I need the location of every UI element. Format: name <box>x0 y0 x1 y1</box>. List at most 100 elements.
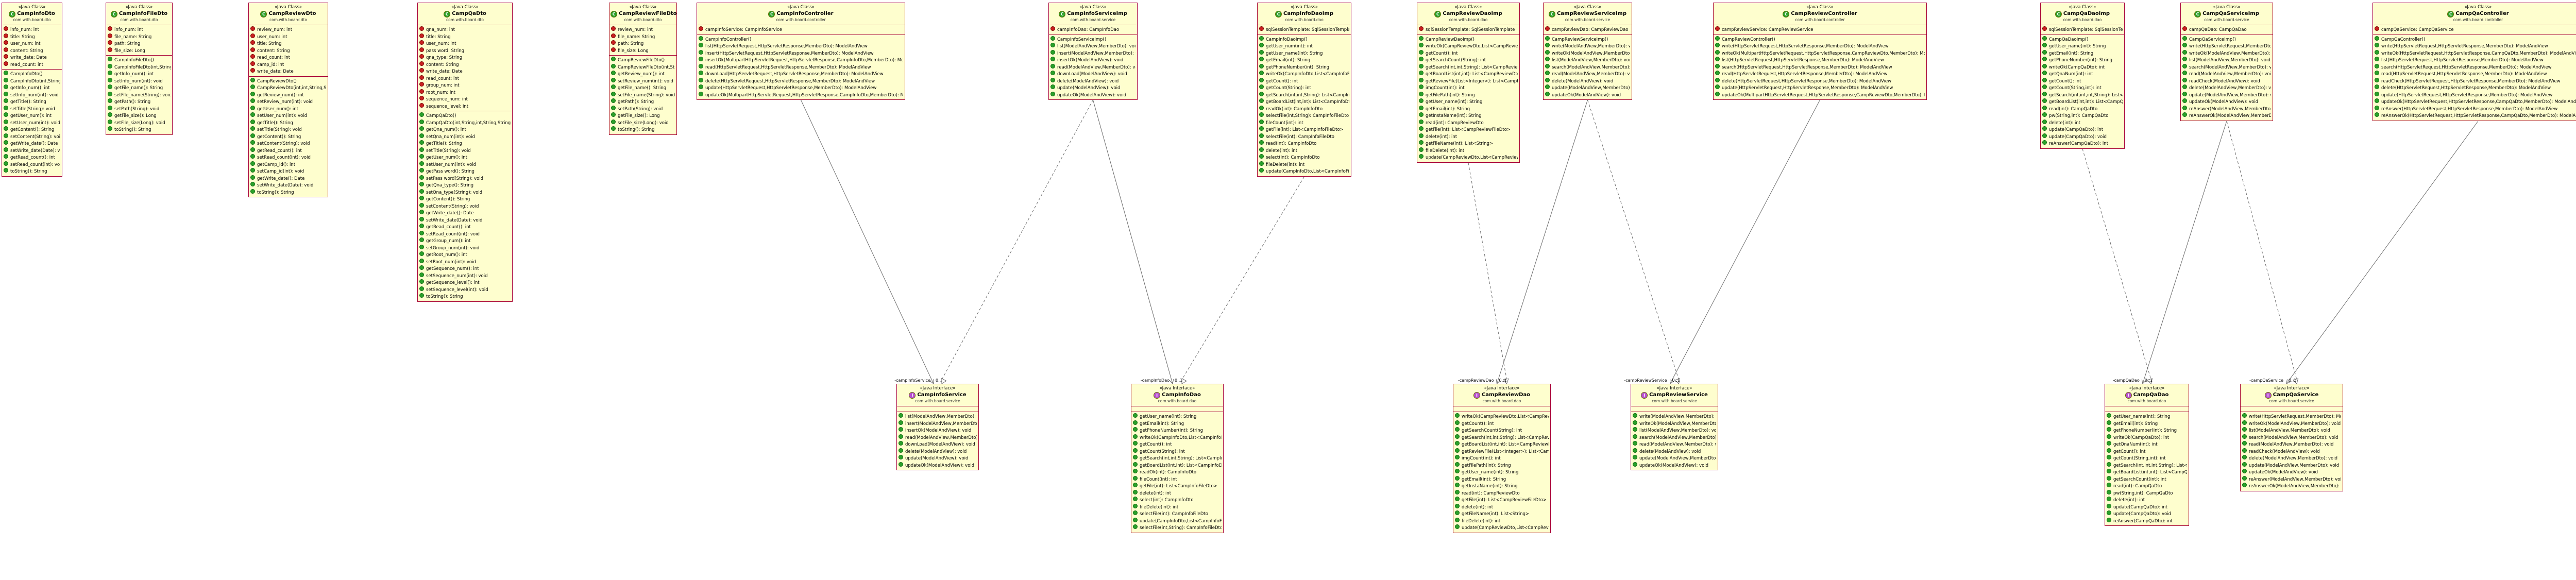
public-dot-icon <box>2182 63 2187 69</box>
method-text: delete(ModelAndView,MemberDto): void <box>2249 456 2337 461</box>
public-dot-icon <box>2107 510 2111 515</box>
method-text: getCount(): int <box>2113 449 2146 454</box>
field-row: write_date: Date <box>4 54 60 61</box>
public-dot-icon <box>2182 77 2187 82</box>
method-row: updateOk(ModelAndView): void <box>899 462 977 469</box>
public-dot-icon <box>1455 455 1460 459</box>
method-row: setFile_size(Long): void <box>611 119 675 127</box>
method-row: insert(ModelAndView,MemberDto): void <box>899 420 977 428</box>
public-dot-icon <box>1545 71 1550 75</box>
field-text: review_num: int <box>618 27 653 32</box>
field-row: write_date: Date <box>419 68 511 75</box>
class-name: CampInfoService <box>917 392 967 398</box>
method-row: update(CampReviewDto,List<CampReviewFile… <box>1455 524 1549 532</box>
method-row: fileDelete(int): int <box>1455 517 1549 525</box>
method-text: getPath(): String <box>114 99 151 105</box>
public-dot-icon <box>250 91 255 96</box>
hollow-triangle-icon <box>2146 378 2153 384</box>
method-text: read(HttpServletRequest,HttpServletRespo… <box>1722 72 1888 77</box>
method-text: reAnswer(ModelAndView,MemberDto): void <box>2249 476 2341 482</box>
method-text: getFilePath(int): String <box>1426 92 1475 98</box>
public-dot-icon <box>1133 462 1138 467</box>
method-text: update(ModelAndView,MemberDto): void <box>1639 456 1716 461</box>
method-row: search(ModelAndView,MemberDto): void <box>1633 434 1716 441</box>
field-text: group_num: int <box>426 83 460 88</box>
method-row: pw(String,int): CampQaDto <box>2042 112 2123 120</box>
method-row: getFile_size(): Long <box>611 112 675 120</box>
public-dot-icon <box>2107 462 2111 467</box>
public-dot-icon <box>1133 475 1138 481</box>
method-row: readCheck(ModelAndView): void <box>2182 77 2271 85</box>
field-row: sqlSessionTemplate: SqlSessionTemplate <box>2042 26 2123 33</box>
open-arrow-icon <box>1169 379 1174 385</box>
method-row: getSearchCount(String): int <box>1419 57 1518 64</box>
method-row: fileDelete(int): int <box>1133 503 1222 511</box>
method-text: getSearch(int,int,String): List<CampRevi… <box>1462 435 1549 440</box>
public-dot-icon <box>250 126 255 131</box>
method-text: read(int): CampQaDto <box>2113 484 2162 489</box>
public-dot-icon <box>419 168 424 173</box>
fields-section <box>2105 406 2189 412</box>
public-dot-icon <box>2107 420 2111 425</box>
edge-multiplicity-label: 0..1 <box>1175 378 1182 383</box>
method-row: read(ModelAndView,MemberDto): void <box>1545 71 1630 78</box>
public-dot-icon <box>1715 36 1720 41</box>
class-name: CampInfoDao <box>1162 392 1201 398</box>
public-dot-icon <box>2182 71 2187 75</box>
method-text: getQnaNum(int): int <box>2049 72 2093 77</box>
private-square-icon <box>1419 26 1423 31</box>
public-dot-icon <box>1133 517 1138 522</box>
private-square-icon <box>419 75 424 80</box>
public-dot-icon <box>1259 140 1264 145</box>
method-text: getInfo_num(): int <box>10 86 50 91</box>
public-dot-icon <box>1455 517 1460 522</box>
method-row: delete(ModelAndView,MemberDto): void <box>2242 455 2341 462</box>
method-text: getUser_name(int): String <box>1266 50 1323 56</box>
field-row: info_num: int <box>4 26 60 33</box>
method-row: list(HttpServletRequest,HttpServletRespo… <box>699 43 903 50</box>
method-text: getPhoneNumber(int): String <box>2113 428 2177 433</box>
field-row: sequence_level: int <box>419 103 511 110</box>
public-dot-icon <box>1133 441 1138 446</box>
public-dot-icon <box>1050 36 1055 41</box>
methods-section: CampReviewDto()CampReviewDto(int,int,Str… <box>249 76 328 197</box>
class-c-icon: C <box>9 11 16 18</box>
method-row: getBoardList(int,int): List<CampReviewDt… <box>1455 441 1549 448</box>
method-row: getFilePath(int): String <box>1455 462 1549 469</box>
method-text: getCamp_id(): int <box>257 162 296 167</box>
method-row: setRead_count(int): void <box>250 154 326 161</box>
method-row: getEmail(int): String <box>1133 420 1222 428</box>
method-text: fileDelete(int): int <box>1462 518 1501 524</box>
method-row: getFileName(int): List<String> <box>1455 510 1549 518</box>
method-row: setContent(String): void <box>419 202 511 210</box>
method-row: list(ModelAndView,MemberDto): void <box>1633 427 1716 434</box>
public-dot-icon <box>1050 71 1055 75</box>
method-row: read(int): CampReviewDto <box>1419 119 1518 127</box>
